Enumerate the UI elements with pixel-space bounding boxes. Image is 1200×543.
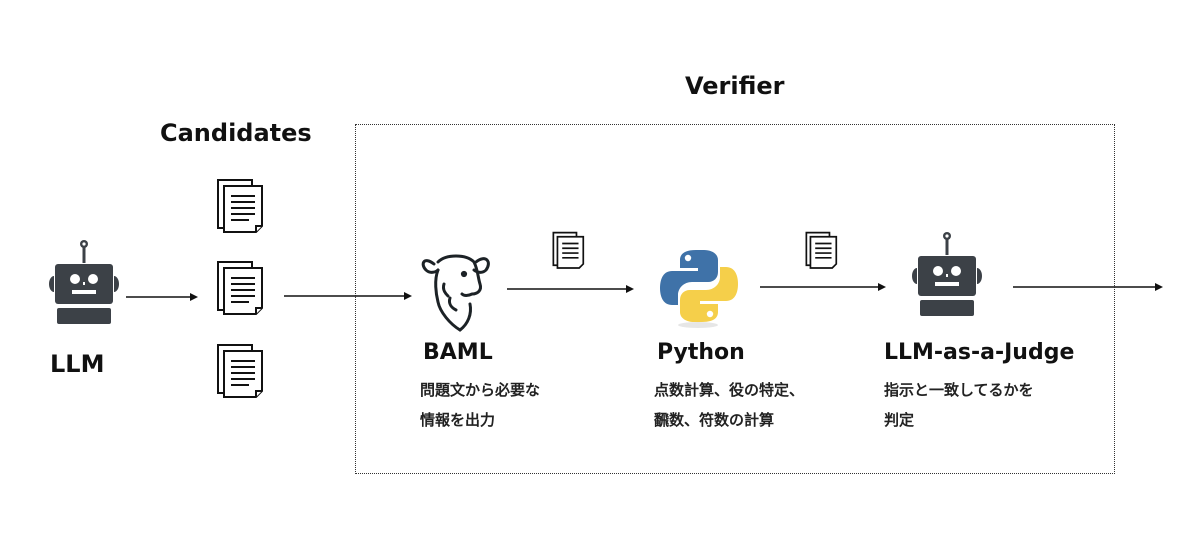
python-logo-icon (660, 250, 738, 328)
document-icon (217, 179, 263, 233)
arrow-output (1013, 283, 1163, 291)
stage-label-judge: LLM-as-a-Judge (884, 340, 1075, 365)
stage-desc-line: 飜数、符数の計算 (654, 411, 775, 429)
arrow-llm-to-candidates (126, 293, 198, 301)
arrow-python-to-judge (760, 283, 886, 291)
arrow-candidates-to-baml (284, 292, 412, 300)
verifier-box (355, 124, 1115, 474)
document-icon (217, 344, 263, 398)
stage-desc-python: 点数計算、役の特定、 飜数、符数の計算 (654, 375, 804, 435)
stage-desc-baml: 問題文から必要な 情報を出力 (420, 375, 540, 435)
arrow-baml-to-python (507, 285, 634, 293)
robot-icon (912, 232, 982, 316)
stage-desc-judge: 指示と一致してるかを 判定 (884, 375, 1034, 435)
stage-desc-line: 指示と一致してるかを (884, 381, 1034, 399)
stage-desc-line: 点数計算、役の特定、 (654, 381, 805, 399)
llm-label: LLM (50, 350, 105, 378)
stage-desc-line: 情報を出力 (420, 411, 496, 429)
stage-desc-line: 問題文から必要な (420, 381, 541, 399)
robot-icon (49, 240, 119, 324)
document-icon (552, 231, 585, 269)
stage-label-baml: BAML (423, 340, 493, 365)
stage-desc-line: 判定 (884, 411, 915, 429)
verifier-title: Verifier (685, 72, 785, 100)
document-icon (805, 231, 838, 269)
lamb-icon (421, 254, 490, 332)
document-icon (217, 261, 263, 315)
candidates-title: Candidates (160, 119, 312, 147)
stage-label-python: Python (657, 340, 745, 365)
